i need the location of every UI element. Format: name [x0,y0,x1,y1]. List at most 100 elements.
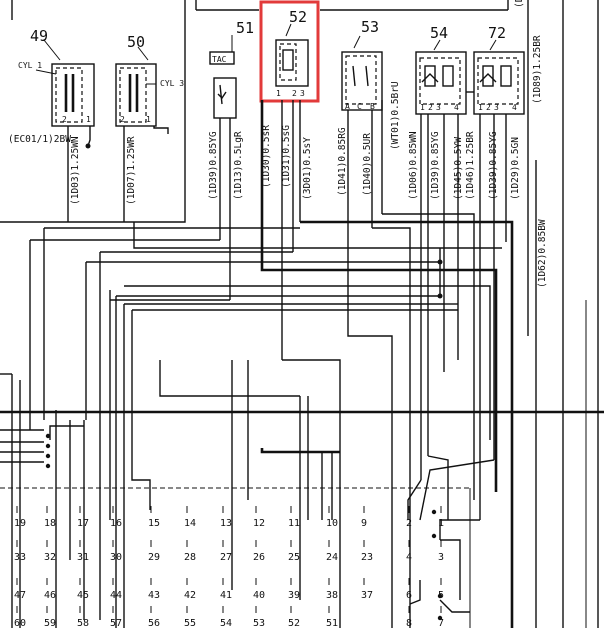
pin-label: 3 [300,89,305,98]
component-label: TAC [212,55,227,64]
connector-pin-label: 46 [44,590,56,601]
component-number: 54 [430,24,448,42]
wire-label: (1D39)0.85YG [208,131,219,200]
component-label: C [357,102,362,111]
connector-pin-label: 38 [326,590,338,601]
connector-pin-label: 2 [406,518,412,529]
connector-pin-label: 31 [77,552,89,563]
connector-pin-label: 26 [253,552,265,563]
connector-pin-label: 9 [361,518,367,529]
wire-label: (1D30)0.5sR [261,125,272,188]
component-72: 72 1 2 3 4 [473,24,525,115]
wire-label: (1D62)0.85BW [537,219,548,288]
connector-pin-label: 44 [110,590,122,601]
wires-54-72 [420,60,537,628]
pin-label: 4 [512,103,517,112]
connector-pin-label: 7 [438,618,444,628]
wire-label: (1D46)1.25BR [465,131,476,200]
pin-label: 1 [276,89,281,98]
pin-label: 2 [292,89,297,98]
component-50: 50 CYL 3 2 1 [115,33,184,134]
connector-pin-label: 23 [361,552,373,563]
harness-wires [0,100,604,628]
component-number: 53 [361,18,379,36]
connector-pin-label: 16 [110,518,122,529]
pin-label: 2 [62,115,67,124]
wire-label: (1D39)0.85YG [488,131,499,200]
connector-pin-label: 58 [77,618,89,628]
connector-pin-label: 41 [220,590,232,601]
connector-pin-label: 4 [406,552,412,563]
pin-label: 3 [436,103,441,112]
connector-pin-label: 25 [288,552,300,563]
wire-label: (1D39)0.85YG [430,131,441,200]
connector-pin-label: 8 [406,618,412,628]
pin-label: 2 [120,115,125,124]
connector-pin-label: 3 [438,552,444,563]
wire-label: (1D06)0.85WN [408,131,419,200]
pin-label: 2 [486,103,491,112]
wire-label: (1D13)0.5LgR [233,131,244,200]
wire-label: (WT01)0.5BrU [390,81,401,150]
connector-pin-label: 47 [14,590,26,601]
connector-pin-label: 45 [77,590,89,601]
component-53: 53 A C B [341,18,383,111]
wire-label: (1D31)0.5sG [281,125,292,188]
component-number: 51 [236,19,254,37]
connector-pin-label: 52 [288,618,300,628]
connector-pin-label: 19 [14,518,26,529]
wire-label: (1D03)1.25WN [70,136,81,205]
pin-label: 3 [494,103,499,112]
component-label: CYL 3 [160,79,184,88]
connector-pin-label: 39 [288,590,300,601]
connector-pin-label: 15 [148,518,160,529]
component-51: 51 TAC [209,19,254,119]
connector-pin-label: 51 [326,618,338,628]
connector-pin-label: 60 [14,618,26,628]
pin-label: 2 [428,103,433,112]
connector-pin-label: 53 [253,618,265,628]
connector-pin-label: 55 [184,618,196,628]
connector-pin-label: 30 [110,552,122,563]
component-label: A [345,102,350,111]
connector-pin-label: 54 [220,618,232,628]
connector-pin-label: 29 [148,552,160,563]
connector-pin-label: 14 [184,518,196,529]
connector-pin-label: 13 [220,518,232,529]
wire-label: (1D89)1.25BR [532,35,543,104]
connector-pin-label: 42 [184,590,196,601]
pin-label: 1 [86,115,91,124]
connector-pin-label: 37 [361,590,373,601]
connector-pin-label: 57 [110,618,122,628]
wire-label: (1D29)0.5GN [510,137,521,200]
connector-pin-label: 40 [253,590,265,601]
connector-pin-label: 18 [44,518,56,529]
connector-pin-label: 43 [148,590,160,601]
wire-label: (3D01)0.5sY [302,137,313,200]
wire-label: (1D07)1.25WR [126,136,137,205]
wire-label: (1D45)0.5YW [453,137,464,200]
component-number: 72 [488,24,506,42]
connector-pin-label: 11 [288,518,300,529]
connector-pin-label: 24 [326,552,338,563]
component-54: 54 1 2 3 4 [415,24,467,115]
wire-label: (D60 [514,0,525,8]
connector-pin-label: 10 [326,518,338,529]
wire-label: (1D41)0.85RG [337,127,348,196]
connector-pin-label: 27 [220,552,232,563]
pin-label: 4 [454,103,459,112]
connector-pin-label: 6 [406,590,412,601]
component-52: 52 1 2 3 [259,0,320,103]
pin-label: 1 [478,103,483,112]
connector-pin-label: 28 [184,552,196,563]
pin-label: 1 [420,103,425,112]
component-number: 52 [289,8,307,26]
connector-pin-label: 56 [148,618,160,628]
wire-label: (1D40)0.5UR [362,133,373,196]
connector-pin-label: 5 [438,590,444,601]
connector-pin-label: 17 [77,518,89,529]
connector-pin-label: 32 [44,552,56,563]
